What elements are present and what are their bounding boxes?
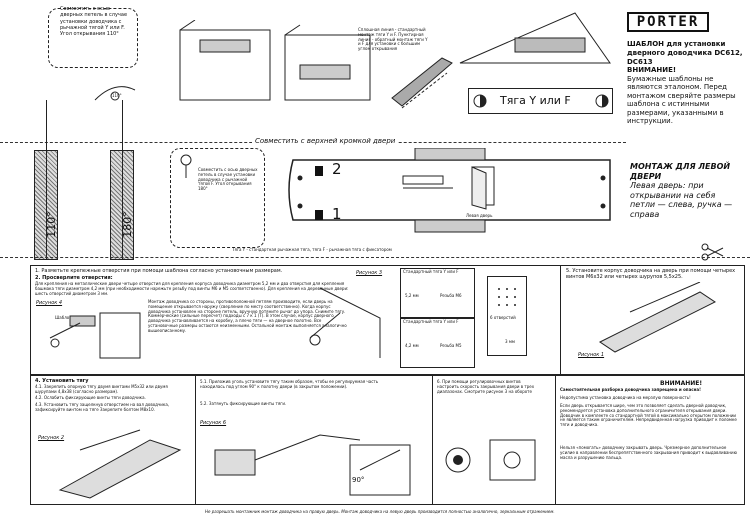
dim-m5: Резьба М5 <box>440 343 462 348</box>
section-steps-4-6 <box>30 375 745 505</box>
hinge-axis-180 <box>122 100 123 260</box>
drill-pattern-icon <box>498 288 516 306</box>
fig1-label: Рисунок 1 <box>578 352 605 358</box>
adjustment-valves-drawing <box>445 439 536 481</box>
fig3-drawing <box>309 287 381 358</box>
note-hinge-180-frame <box>170 148 265 248</box>
dim-m6: Резьба М6 <box>440 293 462 298</box>
divider-step5 <box>560 265 561 375</box>
cut-line <box>0 257 750 258</box>
section-steps-1-3 <box>30 265 745 375</box>
metal-door-variant-b <box>400 318 475 368</box>
divider-step51 <box>195 375 196 505</box>
final-p1: Недопустима установка доводчика на мерзл… <box>560 395 691 400</box>
fig2-drawing <box>58 429 182 499</box>
fig2-label: Рисунок 2 <box>38 435 65 441</box>
legend-footnote: Тяга Y - стандартная рычажная тяга, тяга… <box>232 247 392 252</box>
lever-triangle-template <box>459 12 611 64</box>
warning-text: Бумажные шаблоны не являются эталоном. П… <box>627 75 736 125</box>
angle-90: 90° <box>352 476 365 484</box>
montazh-heading: МОНТАЖ ДЛЯ ЛЕВОЙ ДВЕРИ <box>630 162 731 181</box>
shoe-label: Шаблон <box>55 315 72 320</box>
fig6-label: Рисунок 6 <box>200 420 227 426</box>
closer-body-template <box>288 148 611 233</box>
left-door-caption: Левая дверь <box>466 213 493 218</box>
closer-mini-drawing <box>402 175 453 189</box>
mark-2: 2 <box>332 160 342 178</box>
document-title: ШАБЛОН для установки дверного доводчика … <box>627 40 743 66</box>
warning-heading: ВНИМАНИЕ! <box>627 66 677 74</box>
note-lever-mount: Сплошная линия - стандартный монтаж тяги… <box>358 27 428 52</box>
lever-label: Тяга Y или F <box>500 94 571 107</box>
fig4-label: Рисунок 4 <box>36 300 63 306</box>
final-heading: ВНИМАНИЕ! <box>660 380 703 387</box>
final-p3: Нельзя «помогать» доводчику закрывать дв… <box>560 445 737 460</box>
variant-b-label: Стандартный тяга Y или F <box>403 319 459 324</box>
note-hinge-110-frame <box>48 8 138 68</box>
step-6: 6. При помощи регулировочных винтов наст… <box>437 379 535 394</box>
dim-52: 5,2 мм <box>405 293 419 298</box>
step-2-text: Для крепления на металлические двери чет… <box>35 281 349 296</box>
angle-110-small: 110° <box>112 93 122 98</box>
align-top-edge-label: Совместить с верхней кромкой двери <box>252 137 399 145</box>
hinge-icon <box>94 86 136 101</box>
montazh-text: Левая дверь: при открывании на себя петл… <box>630 181 733 219</box>
step-1: 1. Разметьте крепежные отверстия при пом… <box>35 268 283 274</box>
step-5-1: 5.1. Приложив уголь установите тягу таки… <box>200 379 379 389</box>
step-3-text: Монтаж доводчика со стороны, противополо… <box>148 299 347 333</box>
montazh-instruction: МОНТАЖ ДЛЯ ЛЕВОЙ ДВЕРИ Левая дверь: при … <box>630 162 740 220</box>
lever-arm-drawing <box>391 57 453 109</box>
metal-door-variant-a <box>400 268 475 318</box>
step-4: 4. Установить тягу <box>35 378 89 384</box>
final-p2: Если дверь открывается шире, чем это поз… <box>560 403 737 428</box>
step-5: 5. Установите корпус доводчика на дверь … <box>566 268 736 281</box>
fig3-label: Рисунок 3 <box>356 270 383 276</box>
note-hinge-110: Совместить с осью дверных петель в случа… <box>60 6 128 37</box>
mark-1: 1 <box>332 205 342 223</box>
hinge-small-icon <box>180 154 192 178</box>
divider-final <box>555 375 556 505</box>
fig4-drawing <box>49 312 141 359</box>
fig6-drawing <box>214 434 411 496</box>
final-sub: Самостоятельная разборка доводчика запре… <box>560 387 701 392</box>
lever-template-box <box>468 88 613 114</box>
divider-step6 <box>432 375 433 505</box>
footer-note: Не разрешать монтажник монтаж доводчика … <box>205 509 555 514</box>
closer-on-door-drawing <box>599 282 716 353</box>
dim-3: 3 мм <box>505 339 515 344</box>
door-perspective-diagrams <box>179 20 371 101</box>
wood-door-variant <box>487 276 527 356</box>
step-5-2: 5.2. Затянуть фиксирующие винты тяги. <box>200 401 287 406</box>
step-4-1: 4.1. Закрепить опорную тягу двумя винтам… <box>35 384 168 394</box>
hinge-axis-110 <box>46 100 47 260</box>
note-hinge-180: Совместить с осью дверных петель в случа… <box>198 167 258 192</box>
variant-a-label: Стандартный тяга Y или F <box>403 269 459 274</box>
lever-mount-holes <box>473 94 609 108</box>
dim-42: 4,2 мм <box>405 343 419 348</box>
wood-holes: 6 отверстий <box>490 315 516 320</box>
step-4-2: 4.2. Ослабить фиксирующие винты тяги дов… <box>35 395 146 400</box>
step-4-3: 4.3. Установить тягу защелкнув отверстие… <box>35 402 170 412</box>
left-door-icon <box>471 166 495 210</box>
step-2: 2. Просверлите отверстия: <box>35 275 113 281</box>
scissors-icon <box>701 243 724 261</box>
